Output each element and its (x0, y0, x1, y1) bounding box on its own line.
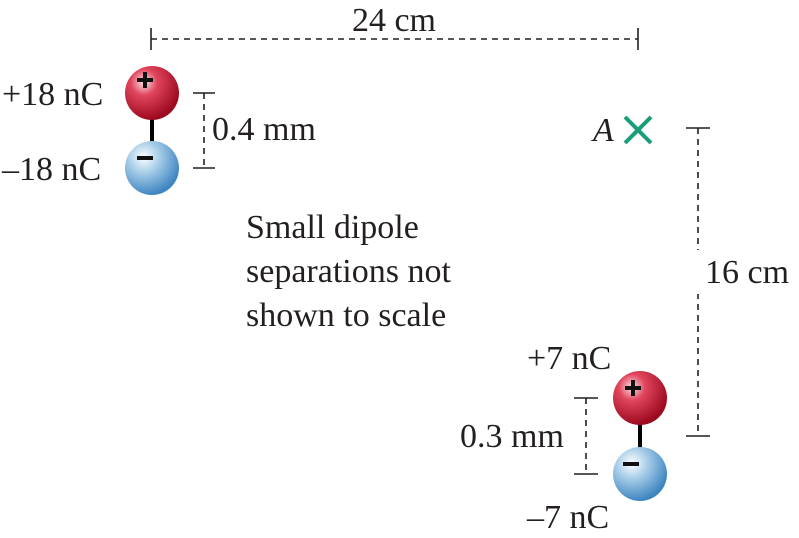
right-separation-label: 0.3 mm (460, 418, 564, 455)
plus-sign-icon (625, 380, 641, 396)
plus-sign-icon (137, 72, 153, 88)
right-positive-charge-label: +7 nC (527, 340, 611, 377)
positive-charge-sphere (613, 371, 667, 425)
left-negative-charge-label: –18 nC (1, 151, 101, 188)
right-negative-charge-label: –7 nC (526, 499, 609, 536)
note-line-2: separations not (246, 253, 451, 290)
point-a-label: A (591, 112, 614, 149)
horizontal-distance-label: 24 cm (352, 2, 436, 39)
left-separation-label: 0.4 mm (212, 111, 316, 148)
left-dipole: +18 nC –18 nC 0.4 mm (1, 66, 316, 195)
right-dipole: +7 nC –7 nC 0.3 mm (460, 340, 667, 536)
note-line-1: Small dipole (246, 209, 419, 246)
vertical-dimension: 16 cm (686, 127, 789, 437)
point-a: A (591, 112, 653, 149)
negative-charge-sphere (125, 141, 179, 195)
negative-charge-sphere (613, 447, 667, 501)
positive-charge-sphere (125, 66, 179, 120)
scale-note: Small dipole separations not shown to sc… (246, 209, 451, 334)
vertical-distance-label: 16 cm (705, 254, 789, 291)
horizontal-dimension: 24 cm (150, 2, 639, 50)
x-marker-icon (623, 115, 653, 145)
left-positive-charge-label: +18 nC (2, 76, 103, 113)
note-line-3: shown to scale (246, 297, 446, 334)
